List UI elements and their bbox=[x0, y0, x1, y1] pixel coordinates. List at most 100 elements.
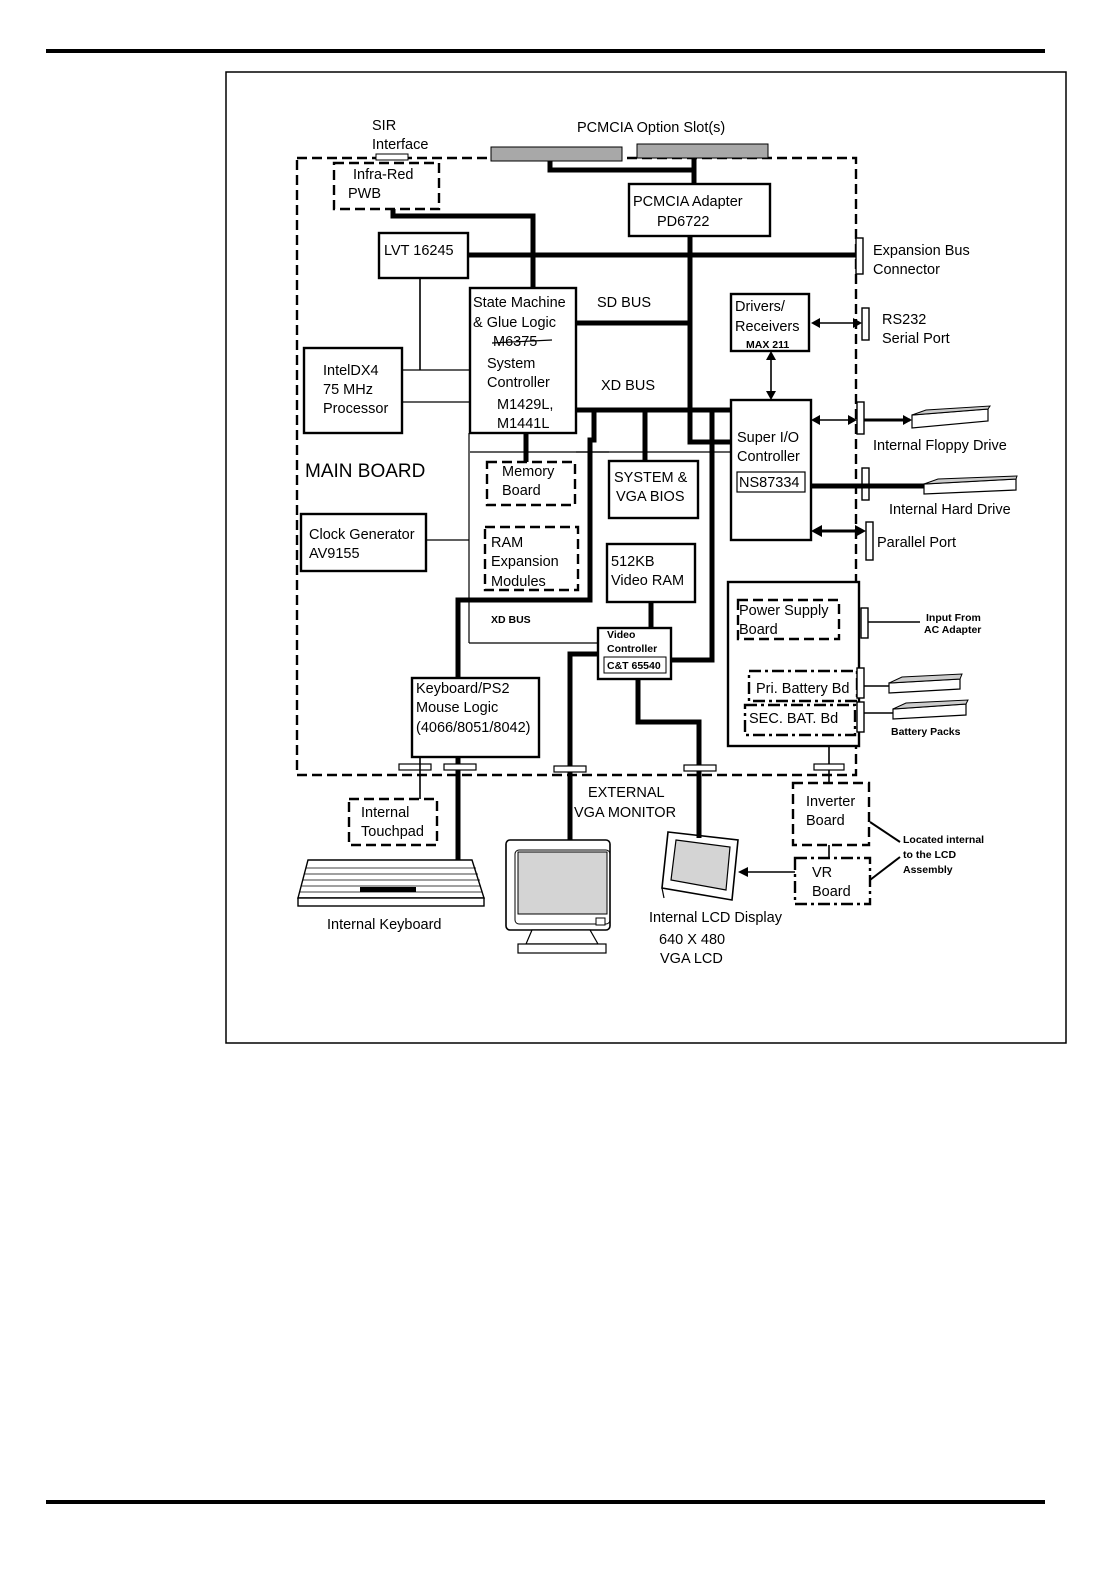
system-controller-label-1: System bbox=[487, 356, 535, 372]
cpu-label-2: 75 MHz bbox=[323, 382, 373, 398]
video-ram-label-1: 512KB bbox=[611, 554, 655, 570]
system-controller-label-4: M1441L bbox=[497, 416, 549, 432]
xd-bus-label: XD BUS bbox=[601, 378, 655, 394]
bus-wires bbox=[390, 158, 924, 860]
main-board-label: MAIN BOARD bbox=[305, 461, 425, 482]
infrared-label-1: Infra-Red bbox=[353, 167, 413, 183]
keyboard-logic-label-3: (4066/8051/8042) bbox=[416, 720, 531, 736]
super-io-label-2: Controller bbox=[737, 449, 800, 465]
located-label-1: Located internal bbox=[903, 834, 984, 846]
drivers-box bbox=[729, 292, 811, 353]
video-controller-box bbox=[596, 626, 673, 681]
cpu-label-3: Processor bbox=[323, 401, 388, 417]
rs232-connector bbox=[861, 307, 870, 341]
keyboard-icon bbox=[297, 859, 485, 907]
parallel-label: Parallel Port bbox=[877, 535, 956, 551]
drivers-label-3: MAX 211 bbox=[746, 339, 789, 351]
touchpad-edge-connector bbox=[398, 763, 432, 771]
ext-vga-label-1: EXTERNAL bbox=[588, 785, 665, 801]
state-machine-label-2: & Glue Logic bbox=[473, 315, 556, 331]
pcmcia-adapter-box bbox=[627, 182, 772, 238]
parallel-connector bbox=[865, 521, 874, 561]
keyboard-logic-label-1: Keyboard/PS2 bbox=[416, 681, 510, 697]
vga-monitor-icon bbox=[505, 839, 611, 954]
touchpad-label-2: Touchpad bbox=[361, 824, 424, 840]
system-controller-box bbox=[468, 286, 578, 435]
super-io-chip-box bbox=[736, 471, 806, 493]
pcmcia-adapter-label-2: PD6722 bbox=[657, 214, 709, 230]
clock-label-2: AV9155 bbox=[309, 546, 360, 562]
battery-packs-label: Battery Packs bbox=[891, 726, 961, 738]
lcd-display-icon bbox=[661, 831, 739, 901]
input-ac-label-1: Input From bbox=[926, 612, 981, 624]
signal-wires bbox=[402, 278, 920, 877]
lvt-label: LVT 16245 bbox=[384, 243, 454, 259]
sd-bus-label: SD BUS bbox=[597, 295, 651, 311]
ram-label-2: Expansion bbox=[491, 554, 559, 570]
battery-pack-icon-1 bbox=[888, 673, 963, 694]
vr-label-1: VR bbox=[812, 865, 832, 881]
xd-bus-small-label: XD BUS bbox=[491, 614, 531, 626]
sir-label-2: Interface bbox=[372, 137, 428, 153]
memory-board-label-2: Board bbox=[502, 483, 541, 499]
hard-drive-icon bbox=[923, 475, 1018, 495]
sec-battery-box bbox=[743, 703, 857, 737]
touchpad-label-1: Internal bbox=[361, 805, 409, 821]
state-machine-label-1: State Machine bbox=[473, 295, 566, 311]
located-label-3: Assembly bbox=[903, 864, 953, 876]
memory-board-label-1: Memory bbox=[502, 464, 555, 480]
inverter-label-2: Board bbox=[806, 813, 845, 829]
cpu-box bbox=[302, 346, 404, 435]
video-ram-label-2: Video RAM bbox=[611, 573, 684, 589]
floppy-connector bbox=[856, 401, 865, 435]
super-io-box bbox=[729, 398, 813, 542]
vga-edge-connector bbox=[553, 765, 587, 773]
floppy-drive-icon bbox=[911, 405, 991, 429]
expansion-bus-connector bbox=[855, 237, 864, 275]
super-io-label-3: NS87334 bbox=[739, 475, 799, 491]
located-pointer-1 bbox=[869, 821, 901, 843]
bios-label-2: VGA BIOS bbox=[616, 489, 685, 505]
system-controller-label-3: M1429L, bbox=[497, 397, 553, 413]
sec-battery-label: SEC. BAT. Bd bbox=[749, 711, 838, 727]
memory-board-box bbox=[485, 460, 577, 507]
expansion-bus-label-1: Expansion Bus bbox=[873, 243, 970, 259]
rs232-label-2: Serial Port bbox=[882, 331, 950, 347]
video-controller-label-1: Video bbox=[607, 629, 635, 641]
ac-input-connector bbox=[860, 607, 869, 639]
keyboard-edge-connector bbox=[443, 763, 477, 771]
ram-label-1: RAM bbox=[491, 535, 523, 551]
vr-label-2: Board bbox=[812, 884, 851, 900]
pcmcia-slot-right bbox=[636, 143, 769, 159]
drivers-label-2: Receivers bbox=[735, 319, 799, 335]
keyboard-logic-box bbox=[410, 676, 541, 759]
power-supply-label-2: Board bbox=[739, 622, 778, 638]
video-controller-label-3: C&T 65540 bbox=[607, 660, 661, 672]
pcmcia-slots-label: PCMCIA Option Slot(s) bbox=[577, 120, 725, 136]
inverter-edge-connector bbox=[813, 763, 845, 771]
power-supply-box bbox=[736, 598, 841, 641]
super-io-label-1: Super I/O bbox=[737, 430, 799, 446]
rs232-label-1: RS232 bbox=[882, 312, 926, 328]
clock-generator-box bbox=[299, 512, 428, 573]
state-machine-strike bbox=[491, 339, 553, 344]
pcmcia-adapter-label-1: PCMCIA Adapter bbox=[633, 194, 743, 210]
figure-frame bbox=[225, 71, 1067, 1044]
hard-drive-label: Internal Hard Drive bbox=[889, 502, 1011, 518]
bios-label-1: SYSTEM & bbox=[614, 470, 688, 486]
drivers-label-1: Drivers/ bbox=[735, 299, 786, 315]
power-supply-label-1: Power Supply bbox=[739, 603, 829, 619]
inverter-label-1: Inverter bbox=[806, 794, 855, 810]
input-ac-label-2: AC Adapter bbox=[924, 624, 981, 636]
keyboard-logic-label-2: Mouse Logic bbox=[416, 700, 498, 716]
bios-box bbox=[607, 459, 700, 520]
ext-vga-label-2: VGA MONITOR bbox=[574, 805, 676, 821]
system-controller-label-2: Controller bbox=[487, 375, 550, 391]
infrared-pwb-box bbox=[332, 161, 441, 211]
keyboard-label: Internal Keyboard bbox=[327, 917, 441, 933]
located-label-2: to the LCD bbox=[903, 849, 956, 861]
floppy-label: Internal Floppy Drive bbox=[873, 438, 1007, 454]
expansion-bus-label-2: Connector bbox=[873, 262, 940, 278]
video-controller-label-2: Controller bbox=[607, 643, 657, 655]
touchpad-box bbox=[347, 797, 439, 847]
